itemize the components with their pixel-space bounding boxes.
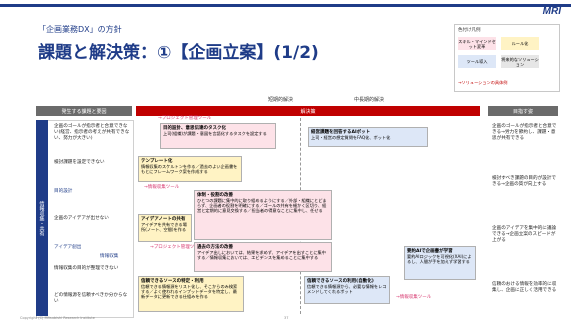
header-rule [0, 4, 571, 7]
issue-5: どの情報源を信頼すべきか分からない [54, 293, 128, 304]
solution-template-box: テンプレート化 情報収集のスケルトンを作る／過去のよい企画書をもとにフレームワー… [138, 156, 242, 182]
solution-task-box: 目的設計、意思伝達のタスク化 上司(組織)が課題・意図を言語化するタスクを設定す… [160, 123, 276, 149]
solution-header: 解決策 [136, 106, 480, 116]
box-text: 情報収集のスケルトンを作る／過去のよい企画書をもとにフレームワーク案を作成する [141, 164, 238, 174]
legend-title: 色付け凡例 [458, 28, 481, 33]
legend-skill: スキル・マインドセット変革 [458, 37, 496, 50]
solution-method-box: 過去の方法の改善 アイデア出しにおいては、結果を求めず、アイデアを出すことに集中… [194, 242, 332, 272]
goal-1: 企画のゴールが指示者と合意できる→労力を節約し、課題・意思が共有できる [492, 124, 557, 141]
sidebar-label: 情報収集・共有 [36, 120, 48, 316]
box-title: 過去の方法の改善 [197, 245, 233, 250]
box-text: 上司(組織)が課題・意図を言語化するタスクを設定する [163, 131, 267, 136]
box-title: 信頼できるソースの特定・利用 [141, 279, 204, 284]
mid-term-label: 中長期的解決 [354, 97, 385, 103]
right-column-header: 目指す姿 [488, 106, 558, 116]
goal-2: 検討すべき課題の目的が設計できる→企画の質が向上する [492, 176, 556, 187]
box-title: アイデアノートの共有 [141, 217, 186, 222]
left-column-header: 発生する課題と要因 [36, 106, 132, 116]
page-number: 37 [284, 316, 289, 320]
color-legend: 色付け凡例 スキル・マインドセット変革 ルール化 ツール導入 将来的なソリューシ… [454, 24, 560, 92]
legend-note: →ソリューションの具体例 [458, 80, 508, 85]
legend-future: 将来的なソリューション [501, 55, 539, 68]
issue-3: 企画のアイデアが出せない [54, 216, 109, 221]
box-title: 要約AIで企画書が学習 [407, 249, 453, 254]
box-title: テンプレート化 [141, 159, 173, 164]
legend-tool: ツール導入 [458, 55, 496, 68]
box-title: 目的設計、意思伝達のタスク化 [163, 126, 226, 131]
solution-idea-note-box: アイデアノートの共有 アイデアを共有できる場所(ノート、空間)を作る [138, 214, 192, 242]
box-text: 信頼できる情報源をリスト化し、そこからのみ検索する／よく使われるインプットデータ… [141, 284, 238, 299]
tag-info-tool-2: →情報収集ツール [396, 295, 432, 300]
box-text: アイデア出しにおいては、結果を求めず、アイデアを出すことに集中する／情報収集にお… [197, 250, 326, 260]
box-text: アイデアを共有できる場所(ノート、空間)を作る [141, 222, 187, 232]
short-term-label: 短期的解決 [268, 97, 294, 103]
label-goal: 目的設計 [54, 189, 73, 194]
label-info: 情報収集 [100, 254, 119, 259]
issue-4: 情報収集の目的が整理できない [54, 266, 119, 271]
tag-project-tool: →プロジェクト管理ツール [158, 116, 212, 121]
goal-4: 信頼のおける情報を効率的に収集し、企画に正しく活用できる [492, 282, 557, 293]
solution-ai-bot-box: 経営課題を回答するAIボット 上司・経営の想定質問をFAQ化、ボット化 [308, 127, 428, 147]
copyright: Copyright (C) Mitsubishi Research Instit… [20, 316, 95, 320]
slide-subtitle: 「企画業務DX」の方針 [38, 25, 122, 34]
box-title: 経営課題を回答するAIボット [311, 130, 371, 135]
solution-summary-ai-box: 要約AIで企画書が学習 要約AIロジックを可視化(XAI)によるし、人間が手を加… [404, 246, 476, 280]
label-idea: アイデア創出 [54, 245, 82, 250]
mri-logo: MRI [542, 6, 561, 17]
issue-1: 企画のゴールが指示者と合意できない(経営、指示者の考えが共有できない、努力が大き… [54, 124, 130, 141]
box-title: 信頼できるソースの利用(自動化) [307, 279, 374, 284]
solution-auto-source-box: 信頼できるソースの利用(自動化) 信頼できる情報源から、必要な情報をレコメンドし… [304, 276, 390, 304]
box-text: ひとつの課題に集中的に取り組めるようにする／外部・組織にとどまらず、企画者の役割… [197, 198, 327, 213]
box-text: 上司・経営の想定質問をFAQ化、ボット化 [311, 135, 391, 140]
tag-info-tool-1: →情報収集ツール [144, 185, 180, 190]
box-title: 体制・役割の改善 [197, 193, 233, 198]
tag-project-tool-2: →プロジェクト管理ツール [150, 245, 204, 250]
box-text: 要約AIロジックを可視化(XAI)によるし、人間が手を加えず学習する [407, 254, 472, 264]
solution-trusted-source-box: 信頼できるソースの特定・利用 信頼できる情報源をリスト化し、そこからのみ検索する… [138, 276, 244, 312]
goal-3: 企画のアイデアを集中的に議論できる→企画立案のスピードが上がる [492, 226, 557, 243]
box-text: 信頼できる情報源から、必要な情報をレコメンドしてくれるボット [307, 284, 387, 294]
issues-column [36, 120, 134, 318]
solution-structure-box: 体制・役割の改善 ひとつの課題に集中的に取り組めるようにする／外部・組織にとどま… [194, 190, 332, 240]
legend-rule: ルール化 [501, 37, 539, 50]
issue-2: 検討課題を設定できない [54, 160, 105, 165]
slide-title: 課題と解決策：①【企画立案】(1/2) [38, 43, 319, 63]
